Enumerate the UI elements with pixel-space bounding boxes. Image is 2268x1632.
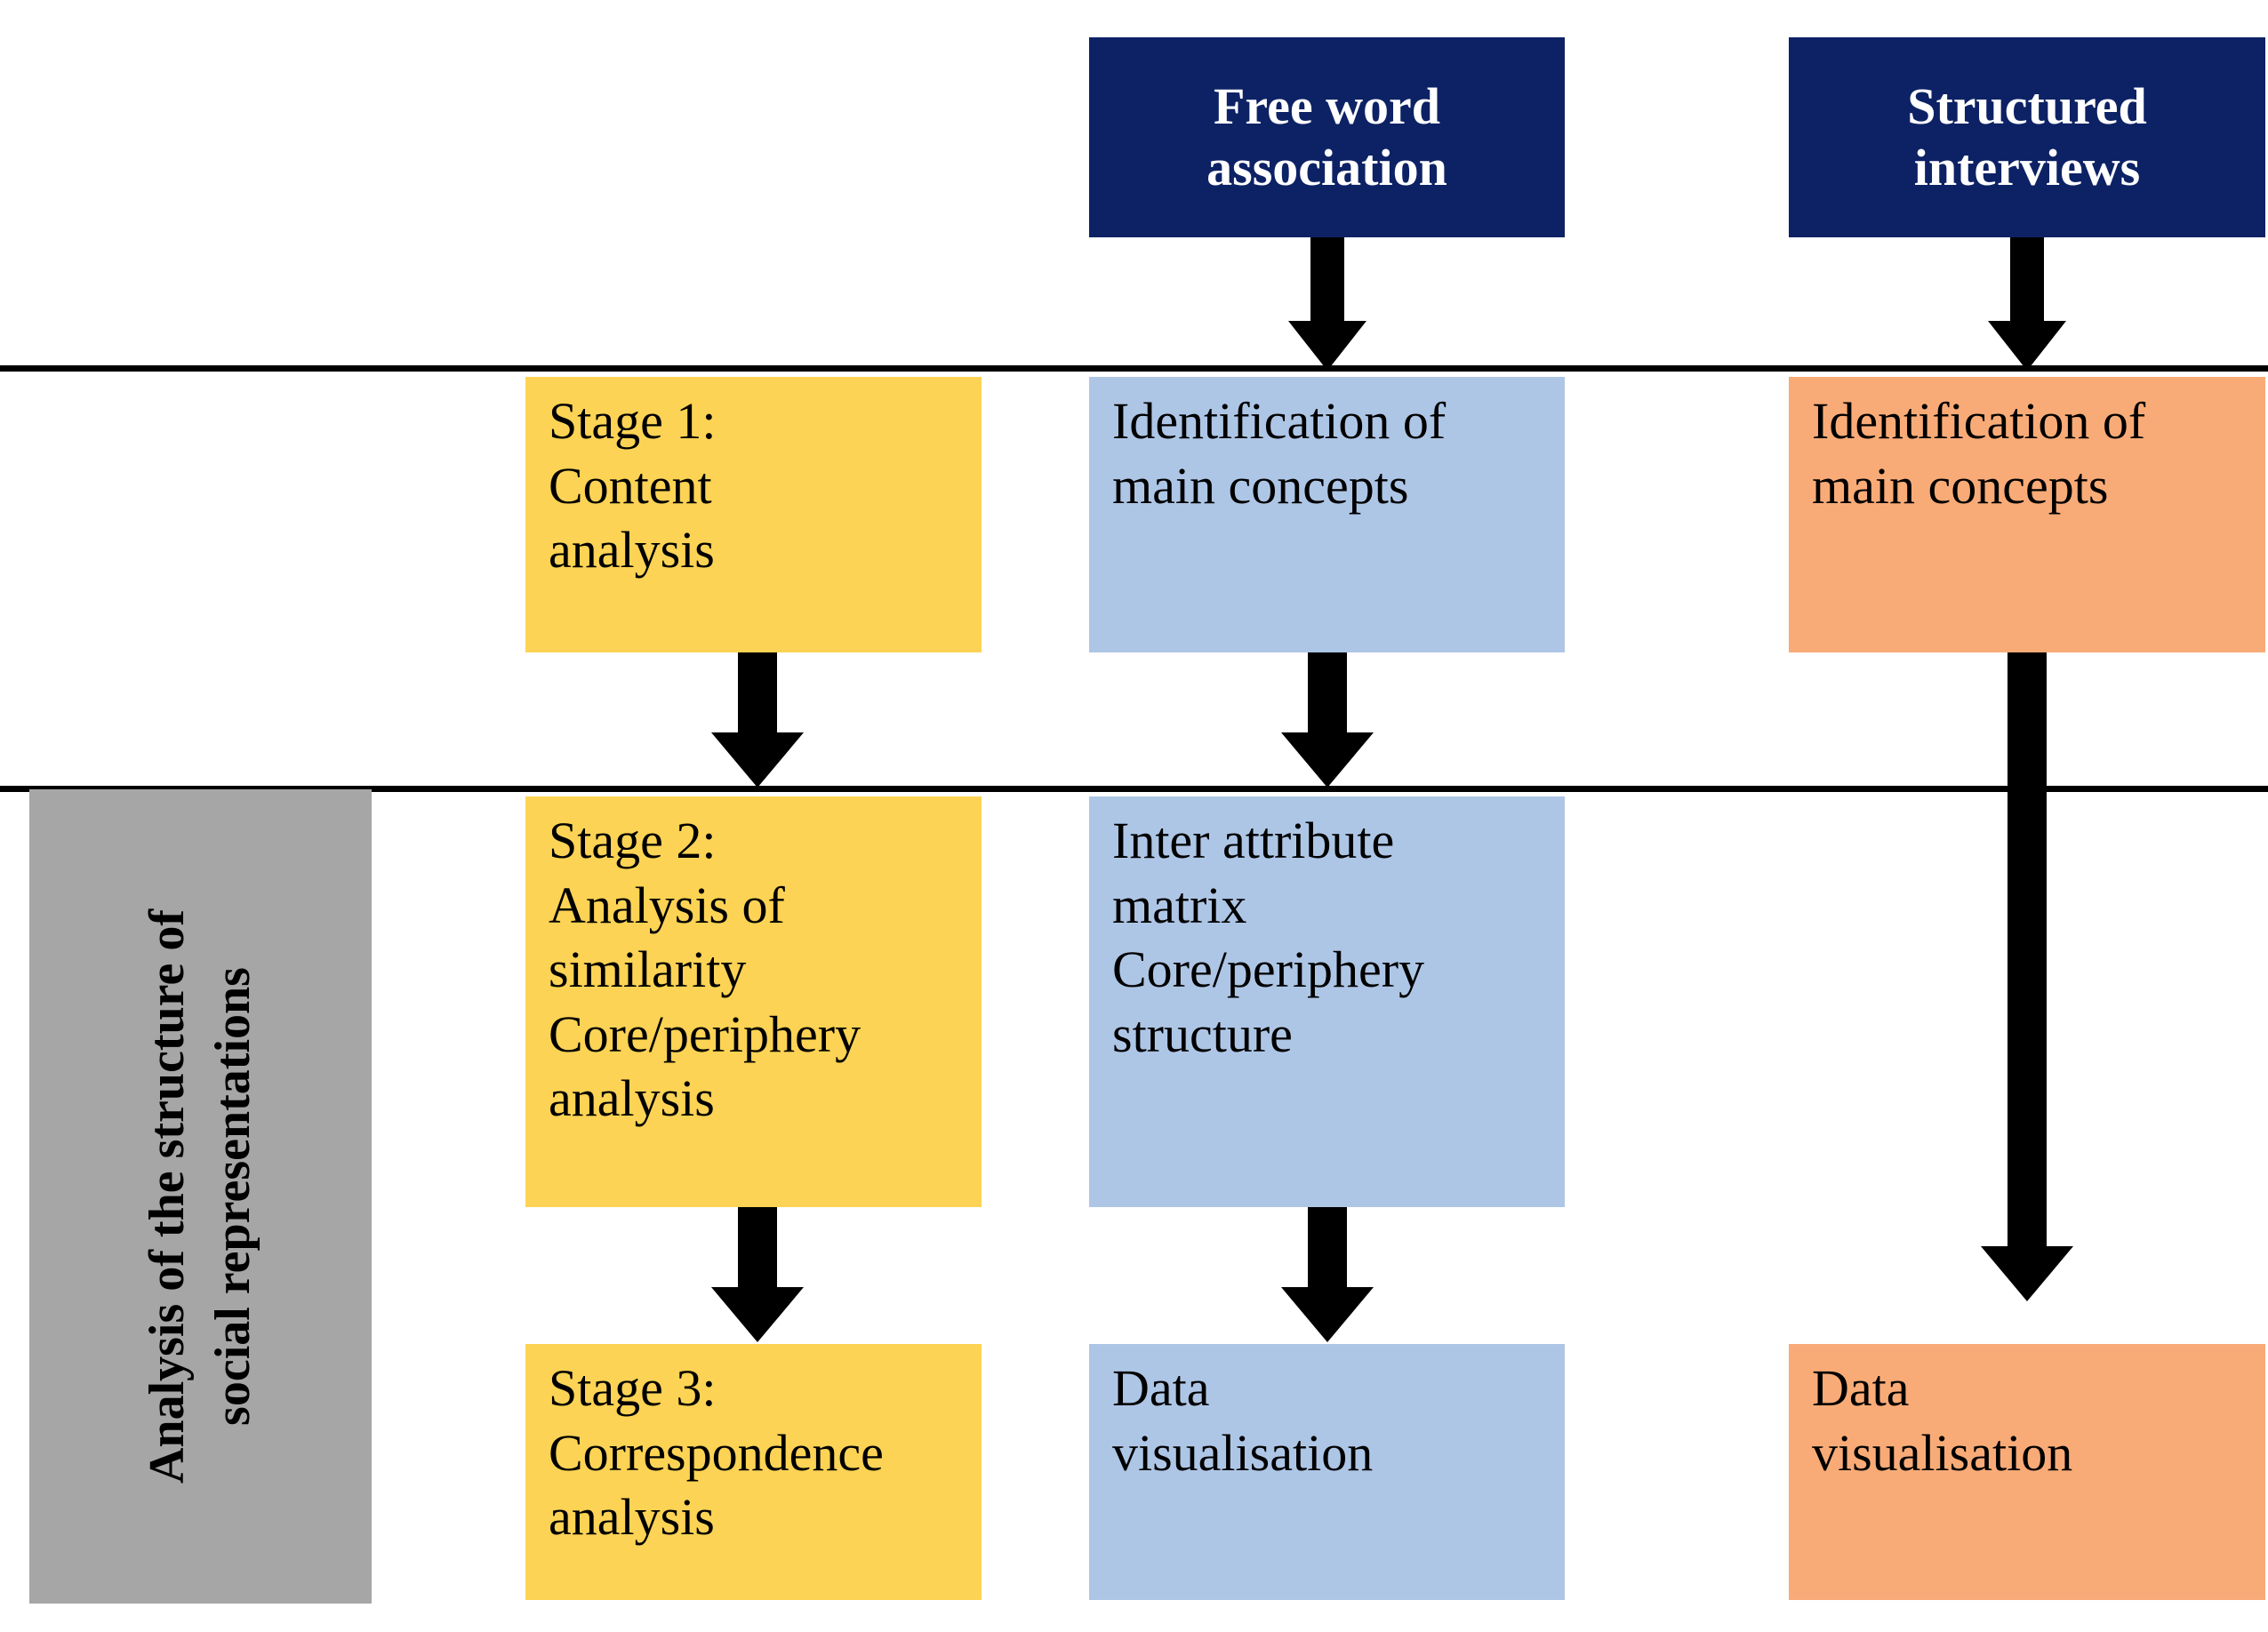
- stage-box-label: Stage 2: Analysis of similarity Core/per…: [549, 812, 862, 1127]
- arrow-si-identification-to-visualisation: [1978, 652, 2076, 1301]
- stage-box-fwa-identification[interactable]: Identification of main concepts: [1089, 377, 1565, 652]
- arrow-fwa-matrix-to-visualisation: [1278, 1207, 1376, 1342]
- stage-box-stage-1[interactable]: Stage 1: Content analysis: [525, 377, 982, 652]
- arrow-fwa-identification-to-matrix: [1278, 652, 1376, 788]
- stage-box-stage-2[interactable]: Stage 2: Analysis of similarity Core/per…: [525, 796, 982, 1207]
- stage-box-si-visualisation[interactable]: Data visualisation: [1789, 1344, 2265, 1600]
- arrow-down-structured-interviews: [1983, 237, 2072, 371]
- separator-line-top: [0, 365, 2268, 372]
- stage-box-fwa-visualisation[interactable]: Data visualisation: [1089, 1344, 1565, 1600]
- stage-box-fwa-matrix[interactable]: Inter attribute matrix Core/periphery st…: [1089, 796, 1565, 1207]
- separator-line-middle: [0, 786, 2268, 792]
- arrow-down-free-word-association: [1283, 237, 1372, 371]
- band-analysis-of-structure: Analysis of the structure of social repr…: [29, 789, 372, 1604]
- stage-box-si-identification[interactable]: Identification of main concepts: [1789, 377, 2265, 652]
- source-box-structured-interviews[interactable]: Structured interviews: [1789, 37, 2265, 237]
- stage-box-label: Data visualisation: [1812, 1359, 2073, 1482]
- source-box-label: Structured interviews: [1907, 77, 2147, 196]
- arrow-stage-2-to-stage-3: [709, 1207, 806, 1342]
- source-box-free-word-association[interactable]: Free word association: [1089, 37, 1565, 237]
- stage-box-stage-3[interactable]: Stage 3: Correspondence analysis: [525, 1344, 982, 1600]
- stage-box-label: Inter attribute matrix Core/periphery st…: [1112, 812, 1425, 1063]
- band-label: Analysis of the structure of social repr…: [139, 908, 260, 1484]
- stage-box-label: Identification of main concepts: [1812, 392, 2146, 515]
- arrow-stage-1-to-stage-2: [709, 652, 806, 788]
- stage-box-label: Stage 1: Content analysis: [549, 392, 717, 579]
- stage-box-label: Identification of main concepts: [1112, 392, 1447, 515]
- stage-box-label: Data visualisation: [1112, 1359, 1374, 1482]
- source-box-label: Free word association: [1206, 77, 1447, 196]
- stage-box-label: Stage 3: Correspondence analysis: [549, 1359, 884, 1546]
